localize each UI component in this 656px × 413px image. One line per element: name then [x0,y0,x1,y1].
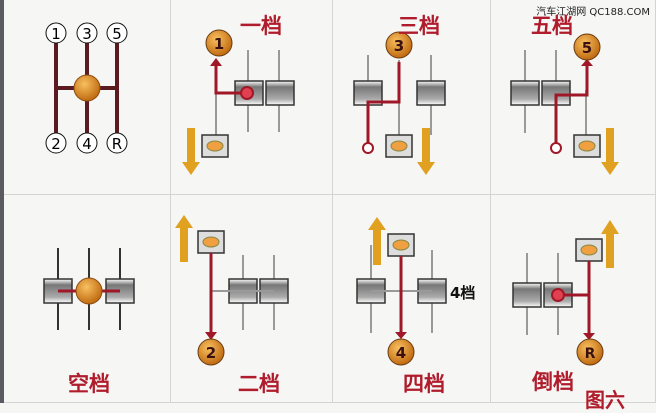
svg-text:4: 4 [82,135,92,153]
label-fourth-side: 4档 [450,284,476,302]
svg-text:1: 1 [214,35,224,53]
svg-text:3: 3 [394,37,404,55]
svg-text:1: 1 [51,25,61,43]
third-gear-diagram: 3 [353,31,446,175]
neutral-diagram [43,248,135,330]
fifth-gear-diagram: 5 [510,33,619,175]
reverse-gear-diagram: R [512,220,619,366]
label-fourth: 四档 [403,372,445,396]
svg-text:5: 5 [582,39,592,57]
diagram-graphics: 1 3 5 2 4 R 1 3 [43,22,619,366]
label-second: 二档 [238,372,280,396]
first-gear-diagram: 1 [182,29,295,175]
svg-text:3: 3 [82,25,92,43]
panel-first [171,0,333,195]
svg-text:2: 2 [206,344,216,362]
panel-third [333,0,491,195]
fourth-gear-diagram: 4 [356,217,447,366]
label-third: 三档 [398,14,440,38]
watermark: 汽车江湖网 QC188.COM [536,7,650,18]
label-fifth: 五档 [531,14,573,38]
svg-text:5: 5 [112,25,122,43]
svg-text:2: 2 [51,135,61,153]
second-gear-diagram: 2 [175,215,289,366]
svg-text:R: R [112,135,122,153]
svg-text:R: R [585,346,596,362]
left-border [0,0,4,403]
label-reverse: 倒档 [532,370,574,394]
panel-shift-pattern [4,0,171,195]
svg-text:4: 4 [396,344,406,362]
label-neutral: 空档 [68,372,110,396]
label-first: 一档 [240,14,282,38]
corner-text: 图六 [585,388,625,412]
